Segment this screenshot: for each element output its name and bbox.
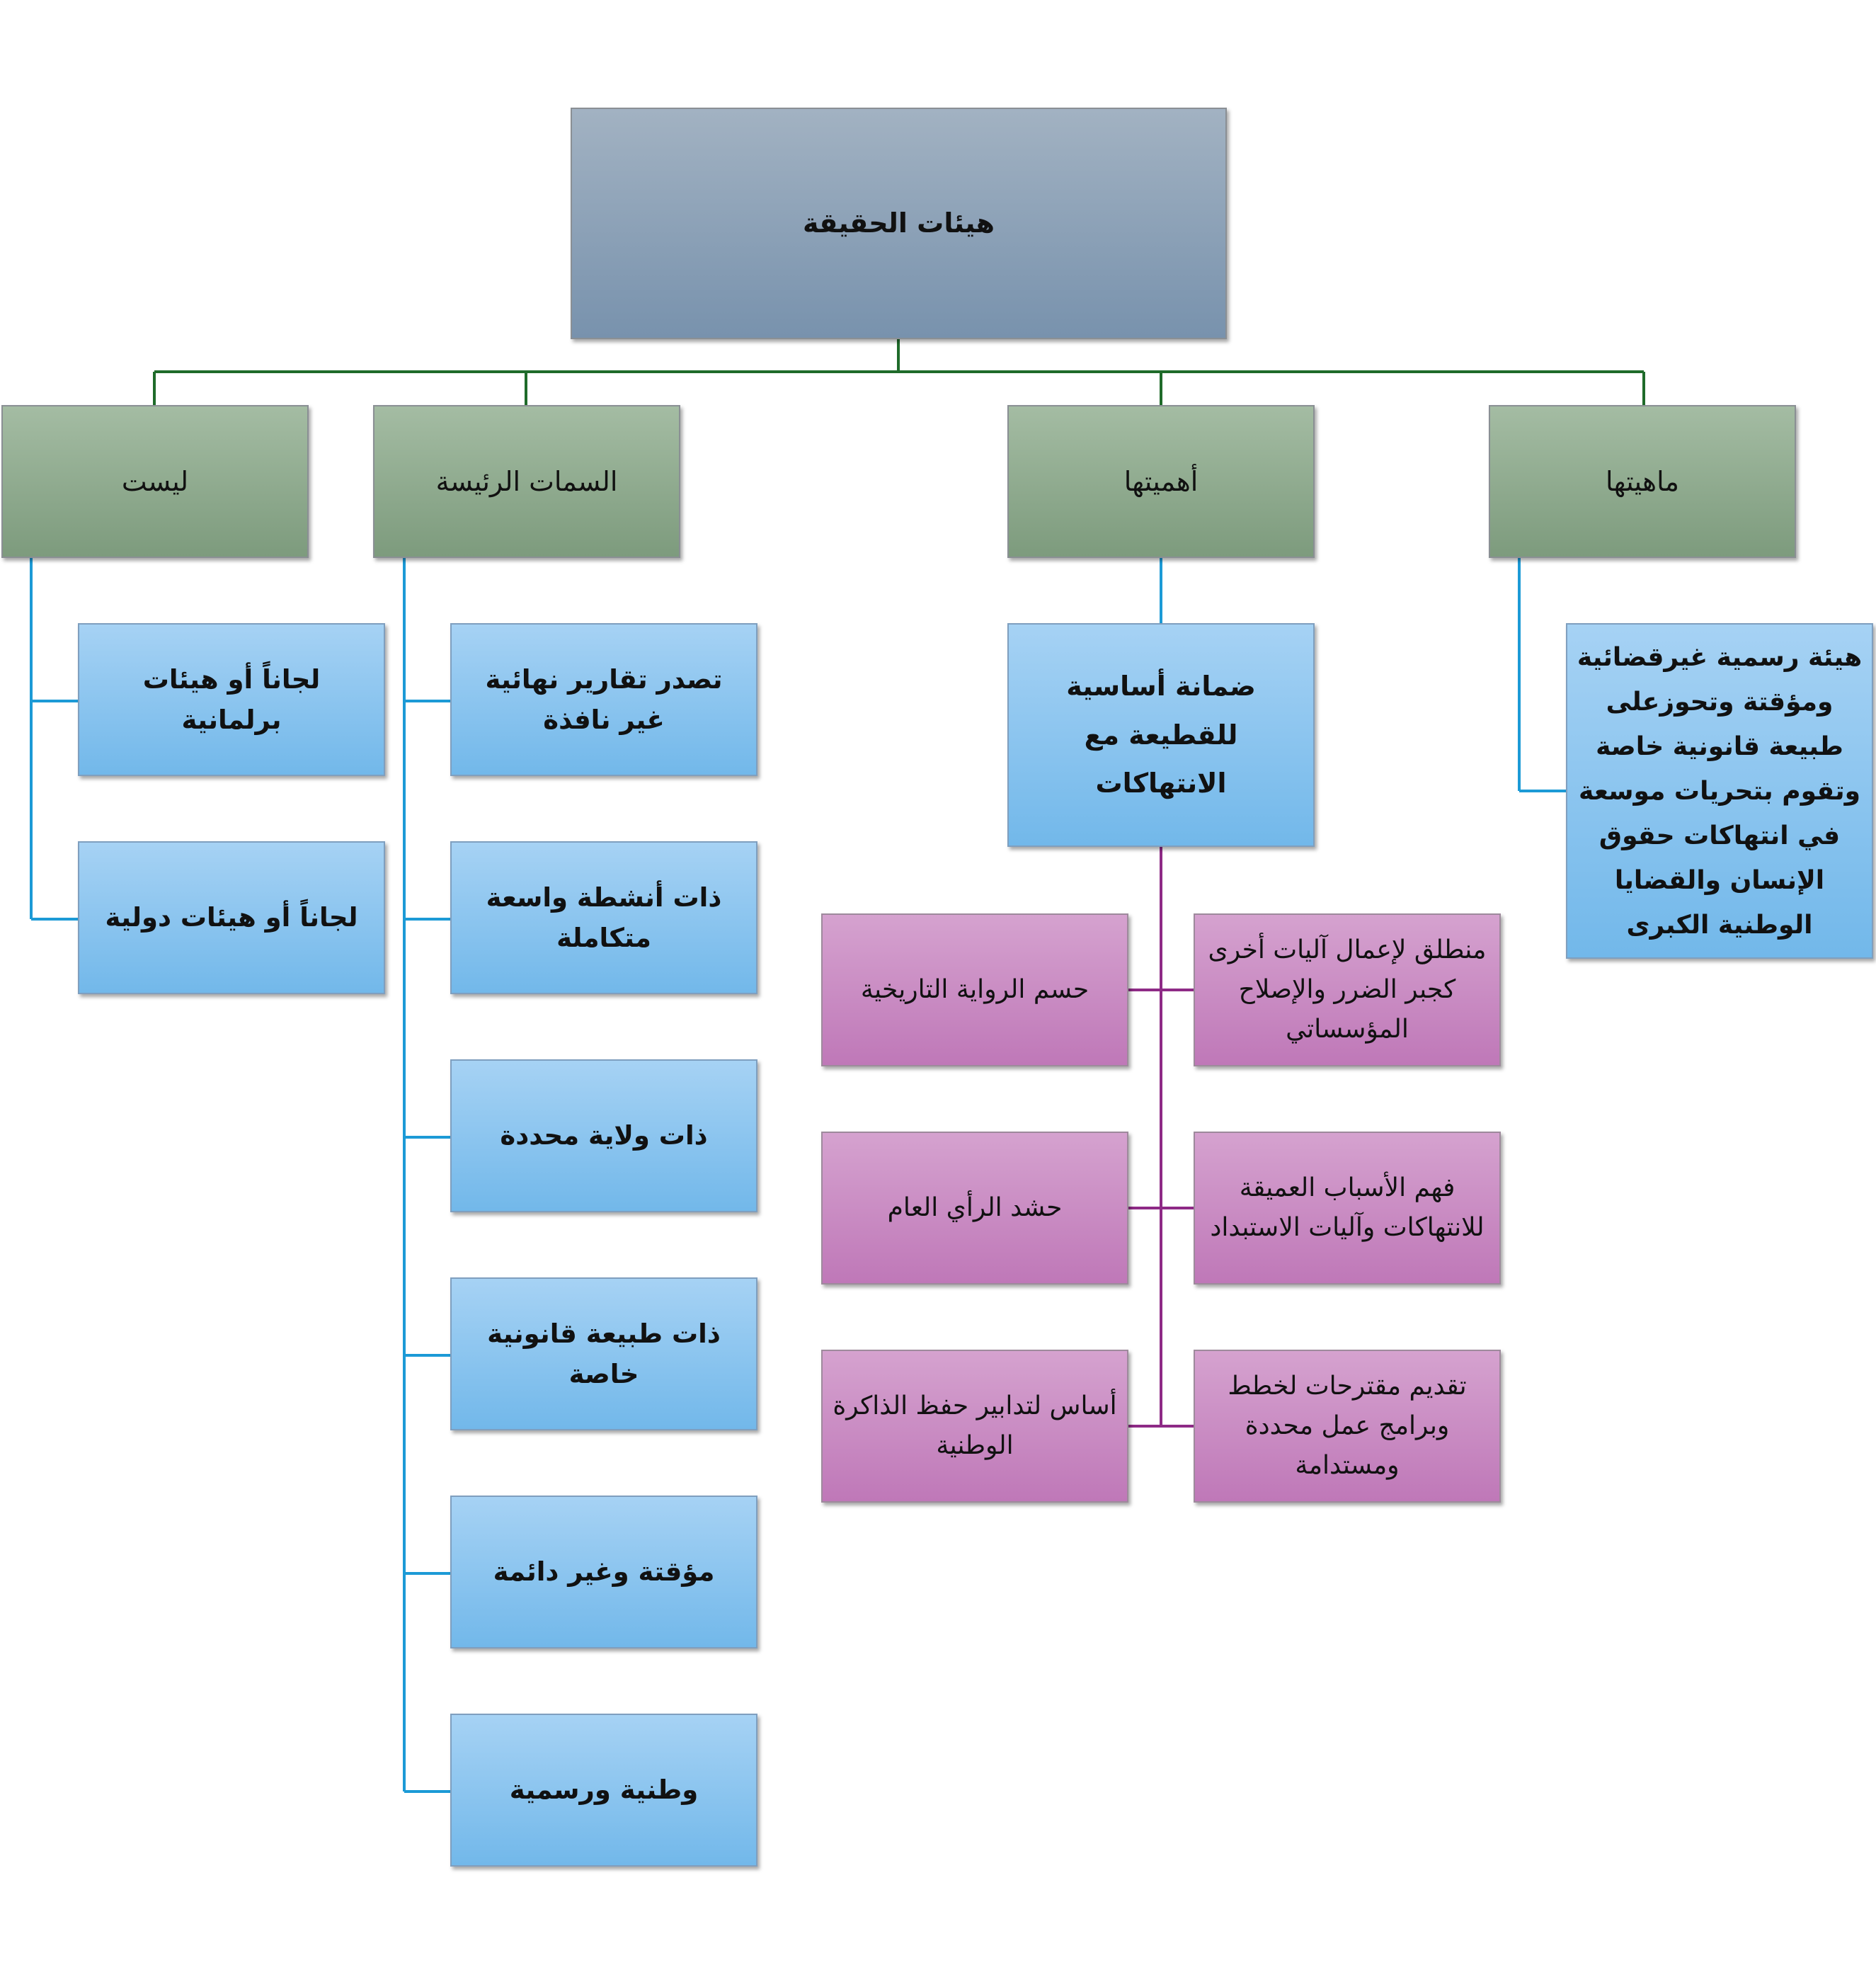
branch-features-header: السمات الرئيسة bbox=[373, 405, 680, 558]
importance-item-box: أساس لتدابير حفظ الذاكرة الوطنية bbox=[821, 1350, 1128, 1503]
features-item-box: ذات أنشطة واسعة متكاملة bbox=[450, 841, 757, 994]
importance-item: حشد الرأي العام bbox=[887, 1193, 1063, 1223]
features-item-box: تصدر تقارير نهائية غير نافذة bbox=[450, 623, 757, 776]
features-item: وطنية ورسمية bbox=[509, 1775, 699, 1806]
not-item: لجاناً أو هيئات دولية bbox=[105, 902, 358, 933]
features-item: مؤقتة وغير دائمة bbox=[493, 1556, 715, 1588]
features-item: ذات طبيعة قانونية خاصة bbox=[487, 1318, 721, 1389]
features-item: ذات أنشطة واسعة متكاملة bbox=[486, 882, 722, 953]
importance-item-box: تقديم مقترحات لخطط وبرامج عمل محددة ومست… bbox=[1194, 1350, 1501, 1503]
importance-item-box: منطلق لإعمال آليات أخرى كجبر الضرر والإص… bbox=[1194, 913, 1501, 1066]
features-item-box: مؤقتة وغير دائمة bbox=[450, 1496, 757, 1648]
branch-not-label: ليست bbox=[121, 465, 189, 497]
features-item-box: وطنية ورسمية bbox=[450, 1714, 757, 1867]
importance-main: ضمانة أساسية للقطيعة مع الانتهاكات bbox=[1066, 671, 1256, 799]
features-item: ذات ولاية محددة bbox=[500, 1120, 708, 1151]
blue-connectors bbox=[30, 558, 1566, 1793]
nature-description: هيئة رسمية غيرقضائية ومؤقتة وتحوزعلى طبي… bbox=[1577, 642, 1863, 940]
features-item-box: ذات طبيعة قانونية خاصة bbox=[450, 1277, 757, 1430]
importance-main-box: ضمانة أساسية للقطيعة مع الانتهاكات bbox=[1007, 623, 1315, 847]
not-item-box: لجاناً أو هيئات برلمانية bbox=[78, 623, 385, 776]
branch-importance-header: أهميتها bbox=[1007, 405, 1315, 558]
root-title: هيئات الحقيقة bbox=[803, 207, 995, 239]
importance-item-box: حشد الرأي العام bbox=[821, 1132, 1128, 1285]
branch-features-label: السمات الرئيسة bbox=[435, 465, 618, 497]
features-item-box: ذات ولاية محددة bbox=[450, 1059, 757, 1212]
features-item: تصدر تقارير نهائية غير نافذة bbox=[485, 663, 723, 735]
root-box: هيئات الحقيقة bbox=[571, 108, 1227, 339]
importance-item: فهم الأسباب العميقة للانتهاكات وآليات ال… bbox=[1210, 1173, 1485, 1242]
nature-description-box: هيئة رسمية غيرقضائية ومؤقتة وتحوزعلى طبي… bbox=[1566, 623, 1873, 959]
importance-item: تقديم مقترحات لخطط وبرامج عمل محددة ومست… bbox=[1228, 1372, 1467, 1480]
branch-nature-header: ماهيتها bbox=[1489, 405, 1796, 558]
importance-item-box: فهم الأسباب العميقة للانتهاكات وآليات ال… bbox=[1194, 1132, 1501, 1285]
importance-item: منطلق لإعمال آليات أخرى كجبر الضرر والإص… bbox=[1208, 935, 1487, 1044]
importance-item: حسم الرواية التاريخية bbox=[860, 975, 1089, 1005]
branch-nature-label: ماهيتها bbox=[1606, 465, 1679, 497]
branch-not-header: ليست bbox=[1, 405, 309, 558]
purple-connectors bbox=[1128, 847, 1194, 1428]
importance-item-box: حسم الرواية التاريخية bbox=[821, 913, 1128, 1066]
importance-item: أساس لتدابير حفظ الذاكرة الوطنية bbox=[833, 1391, 1117, 1460]
not-item-box: لجاناً أو هيئات دولية bbox=[78, 841, 385, 994]
not-item: لجاناً أو هيئات برلمانية bbox=[142, 663, 321, 735]
root-connectors bbox=[153, 339, 1645, 405]
branch-importance-label: أهميتها bbox=[1123, 465, 1199, 497]
